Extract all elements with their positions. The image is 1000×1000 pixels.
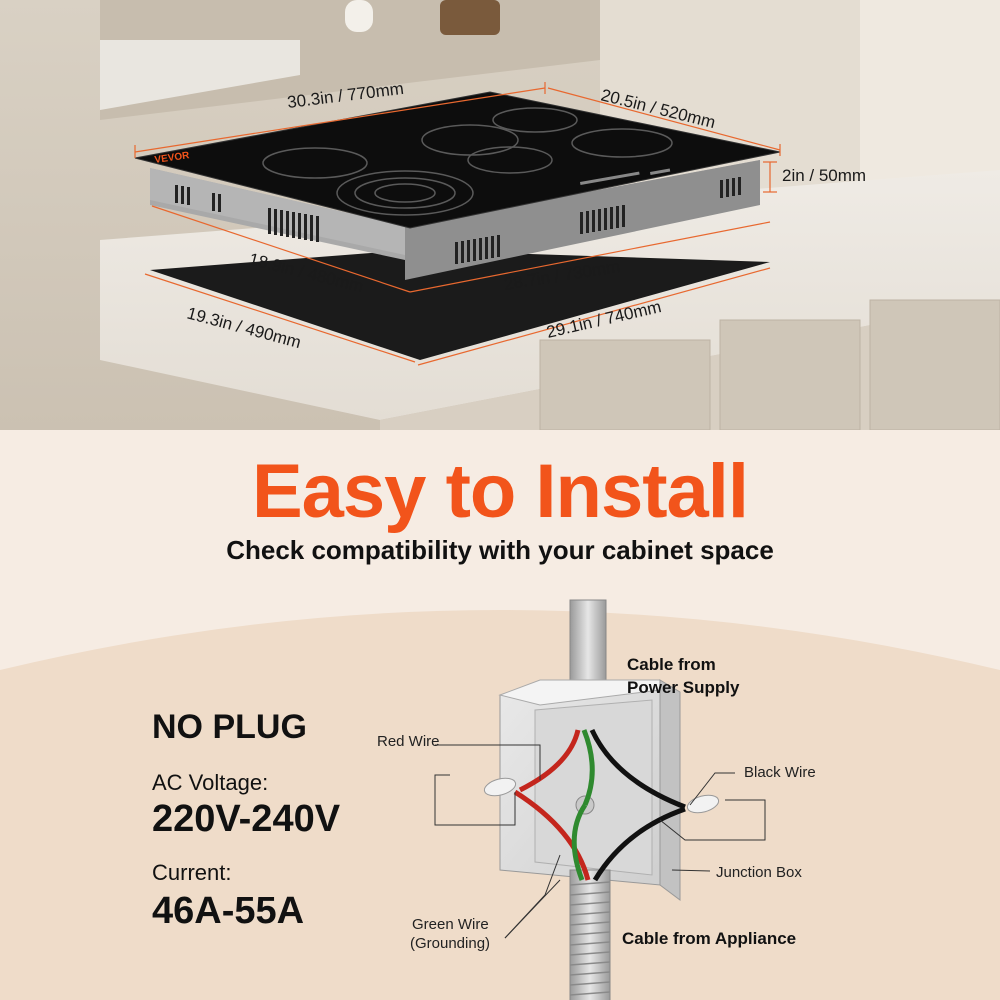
current-value: 46A-55A [152,890,305,932]
burner-left [262,147,368,179]
black-wire [589,728,686,882]
label-junction-box: Junction Box [716,864,802,881]
vase [345,0,373,32]
subheadline: Check compatibility with your cabinet sp… [226,535,774,565]
burner-right [571,128,673,158]
label-cable-appliance: Cable from Appliance [622,929,796,948]
wiring-diagram: Cable from Power Supply Red Wire Black W… [377,599,816,1000]
no-plug-label: NO PLUG [152,708,307,746]
cooktop-body-side [150,160,760,260]
cooktop-scene: VEVOR 30.3in / 770mm 20.5in / 520mm 2in … [0,0,1000,430]
green-wire [571,729,595,881]
wire-nut-left [483,777,517,797]
burner-mid [467,146,553,174]
label-black-wire: Black Wire [744,764,816,781]
label-cable-power-1: Cable from [627,655,716,674]
label-green-wire-2: (Grounding) [410,935,490,952]
brand-logo: VEVOR [154,150,191,166]
wood-board [440,0,500,35]
burner-back [492,107,578,133]
wire-nut-right [686,794,720,814]
label-cable-power-2: Power Supply [627,678,740,697]
headline: Easy to Install [251,449,749,534]
current-label: Current: [152,860,232,885]
label-green-wire-1: Green Wire [412,916,489,933]
red-wire [513,729,591,881]
appliance-conduit [569,869,611,1000]
dim-height: 2in / 50mm [782,166,866,185]
cutout-plate [150,250,770,360]
label-red-wire: Red Wire [377,733,440,750]
burner-front [336,170,474,216]
ac-voltage-label: AC Voltage: [152,770,269,795]
ac-voltage-value: 220V-240V [152,798,341,840]
